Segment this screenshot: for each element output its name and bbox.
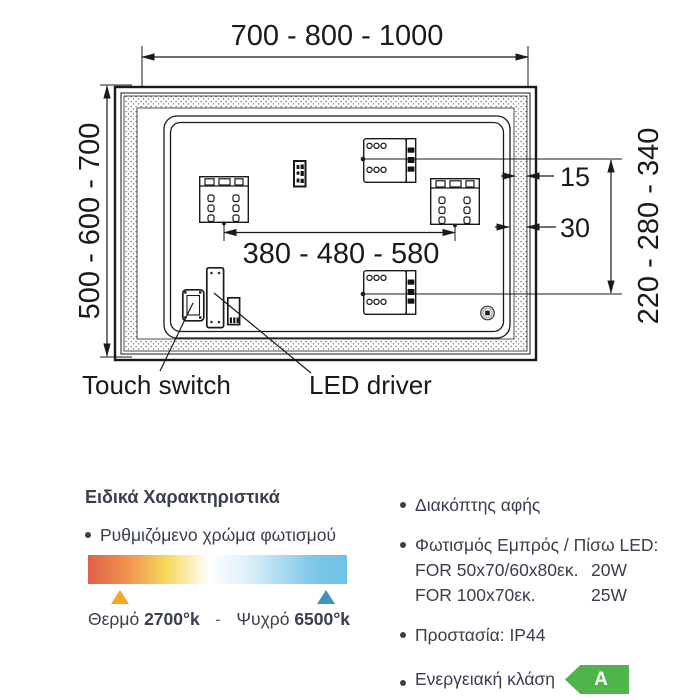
dimension-height: 500 - 600 - 700: [74, 84, 132, 358]
feature-lighting-label: Φωτισμός Εμπρός / Πίσω LED:: [415, 535, 659, 555]
dimension-offset-15: 15: [501, 162, 590, 192]
dimension-height-text: 500 - 600 - 700: [74, 123, 106, 320]
feature-adjustable-color-label: Ρυθμιζόμενο χρώμα φωτισμού: [100, 525, 337, 545]
lighting-watts: 20W: [591, 560, 627, 580]
dimension-bracket-spacing: 380 - 480 - 580: [222, 221, 457, 270]
lighting-power-row: FOR 50x70/60x80εκ. 20W: [415, 560, 627, 581]
energy-class-value: A: [594, 668, 608, 690]
dimension-width-text: 700 - 800 - 1000: [231, 20, 444, 52]
feature-adjustable-color: Ρυθμιζόμενο χρώμα φωτισμού: [85, 525, 365, 546]
lighting-watts: 25W: [591, 585, 627, 605]
bullet-dot: [400, 632, 406, 638]
lighting-size: FOR 100x70εκ.: [415, 585, 536, 605]
terminal-block-bottom: [362, 269, 417, 315]
feature-energy-class-label: Ενεργειακή κλάση: [415, 669, 555, 689]
dimension-hanger-spacing-text: 220 - 280 - 340: [633, 128, 665, 325]
led-driver-component: [205, 266, 225, 329]
touch-switch-label: Touch switch: [82, 370, 231, 400]
bullet-dot: [85, 532, 91, 538]
lighting-power-table: FOR 50x70/60x80εκ. 20W FOR 100x70εκ. 25W: [415, 560, 675, 606]
mounting-bracket-left: [198, 175, 249, 223]
dimension-width: 700 - 800 - 1000: [141, 20, 529, 86]
lighting-size: FOR 50x70/60x80εκ.: [415, 560, 579, 580]
feature-touch-switch-label: Διακόπτης αφής: [415, 495, 541, 515]
bullet-dot: [400, 502, 406, 508]
technical-drawing: 700 - 800 - 1000 500 - 600 - 700 380 - 4…: [74, 20, 665, 400]
color-temperature-bar: [88, 555, 347, 584]
feature-energy-class: Ενεργειακή κλάση A: [400, 665, 675, 694]
features-list: Διακόπτης αφής Φωτισμός Εμπρός / Πίσω LE…: [400, 487, 675, 694]
lighting-power-row: FOR 100x70εκ. 25W: [415, 585, 627, 606]
center-connector: [293, 160, 307, 188]
warm-marker: [111, 590, 129, 604]
dimension-offset-15-text: 15: [560, 162, 590, 192]
dimension-offset-30-text: 30: [560, 213, 590, 243]
cool-marker: [317, 590, 335, 604]
feature-touch-switch: Διακόπτης αφής: [400, 495, 675, 516]
dimension-offset-30: 30: [495, 213, 590, 243]
dimension-bracket-spacing-text: 380 - 480 - 580: [243, 238, 440, 270]
special-features-section: Ειδικά Χαρακτηριστικά Ρυθμιζόμενο χρώμα …: [85, 487, 365, 630]
feature-protection-label: Προστασία: IP44: [415, 625, 546, 645]
color-temperature-values: Θερμό 2700°k - Ψυχρό 6500°k: [88, 609, 350, 630]
technical-drawing-svg: 700 - 800 - 1000 500 - 600 - 700 380 - 4…: [74, 20, 665, 400]
cool-temperature: Ψυχρό 6500°k: [236, 609, 350, 629]
bullet-dot: [400, 680, 406, 686]
led-driver-label: LED driver: [309, 370, 432, 400]
energy-class-arrow: A: [564, 665, 629, 694]
touch-switch-component: [181, 288, 205, 322]
cable-gland: [480, 305, 495, 321]
color-temperature-markers: [88, 590, 347, 605]
junction-block: [226, 296, 241, 326]
feature-protection: Προστασία: IP44: [400, 625, 675, 646]
energy-class-wrap: Ενεργειακή κλάση A: [415, 665, 629, 694]
temperature-separator: -: [215, 609, 221, 629]
bullet-dot: [400, 542, 406, 548]
warm-temperature: Θερμό 2700°k: [88, 609, 200, 629]
special-features-heading: Ειδικά Χαρακτηριστικά: [85, 487, 280, 507]
terminal-block-top: [362, 137, 417, 183]
touch-switch-callout: Touch switch: [82, 302, 231, 400]
dimension-hanger-spacing: 220 - 280 - 340: [360, 128, 665, 325]
led-driver-callout: LED driver: [213, 292, 432, 400]
feature-lighting: Φωτισμός Εμπρός / Πίσω LED:: [400, 535, 675, 556]
mounting-bracket-right: [429, 177, 480, 225]
